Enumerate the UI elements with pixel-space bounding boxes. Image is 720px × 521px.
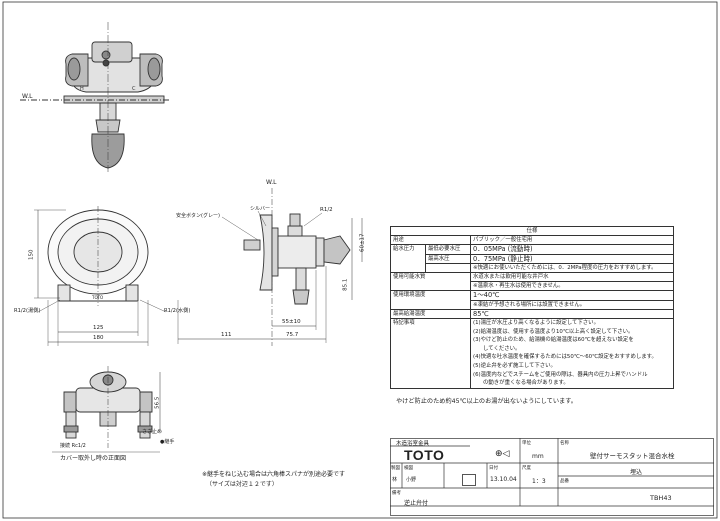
note-line: してください。 xyxy=(483,345,521,352)
scale-label: 尺度 xyxy=(522,466,531,471)
silver-label: シルバー xyxy=(250,206,271,212)
spec-row: ※快適にお使いいただくためには、0．2MPa程度の圧力をおすすめします。 xyxy=(391,262,674,274)
remark-value: 逆止弁付 xyxy=(404,500,429,507)
spec-row: 最高水圧 0．75MPa (静止時) xyxy=(391,253,674,264)
fitting-note-1: ※継手をねじ込む場合は六角棒スパナが別途必要です xyxy=(202,471,346,478)
c-mark: C xyxy=(132,86,136,92)
spec-value: 85℃ xyxy=(470,308,674,320)
spec-label: 給水圧力 xyxy=(390,244,426,274)
spec-label: 用途 xyxy=(390,235,471,246)
note-line: (6)温度内などでスチームをご使用の際は、器具内の圧力上昇でハンドル xyxy=(473,371,648,378)
cover-caption: カバー取外し時の正面図 xyxy=(60,455,127,462)
scale-value: 1：3 xyxy=(532,478,546,485)
spec-header: 仕様 xyxy=(390,225,674,237)
approval-stamp xyxy=(462,474,476,486)
rc-label: 接続 Rc1/2 xyxy=(60,443,86,449)
spec-row: 給水圧力 最低必要水圧 0．05MPa (流動時) xyxy=(390,244,674,274)
dim-85: 85.1 xyxy=(342,278,349,291)
spec-label: 特記事項 xyxy=(390,318,471,389)
kuse-label: さざ止め xyxy=(142,429,163,435)
spec-label: 最高給湯温度 xyxy=(390,308,471,320)
spec-value: 0．05MPa (流動時) xyxy=(470,244,674,255)
dim-150: 150 xyxy=(28,249,35,261)
note-line: の動きが重くなる場合があります。 xyxy=(483,380,569,387)
top-view-drawing xyxy=(20,22,170,172)
wl-top-label: W.L xyxy=(22,93,33,100)
spec-value: パブリック／一般住宅用 xyxy=(470,235,674,246)
r1-2-hot-label: R1/2(湯側) xyxy=(14,308,41,314)
burn-note: やけど防止のため約45℃以上のお湯が出ないようにしています。 xyxy=(396,398,577,405)
projection-symbol-icon: ⊕◁ xyxy=(495,449,510,459)
spec-row: 用途 パブリック／一般住宅用 xyxy=(390,235,674,246)
name-label: 名称 xyxy=(560,441,569,446)
spec-table: 仕様 用途 パブリック／一般住宅用 給水圧力 最低必要水圧 0．05MPa (流… xyxy=(390,225,674,389)
h-mark: H xyxy=(80,86,84,92)
checker-name: 小野 xyxy=(406,477,417,483)
safety-button-label: 安全ボタン(グレー) xyxy=(176,213,220,219)
cover-removed-drawing xyxy=(52,366,161,453)
r1-2-top-label: R1/2 xyxy=(320,207,333,213)
spec-sublabel xyxy=(425,262,471,274)
dim-180: 180 xyxy=(93,335,104,341)
note-line: (2)給湯温度は、使用する温度より10℃以上高く設定して下さい。 xyxy=(473,328,634,335)
spec-value: ※温泉水・再生水は使用できません。 xyxy=(470,281,674,292)
spec-row: 最高給湯温度 85℃ xyxy=(390,308,674,320)
design-label: 製図 xyxy=(391,466,400,471)
remark-label: 備考 xyxy=(392,491,401,496)
spec-sublabel: 最低必要水圧 xyxy=(425,244,471,255)
hex-label: ●継手 xyxy=(160,439,175,445)
fitting-note-2: （サイズは対辺１２です） xyxy=(206,481,278,488)
spec-row: ※凍結が予想される場所には設置できません。 xyxy=(391,299,674,310)
spec-sublabel: 最高水圧 xyxy=(425,253,471,264)
title-block: 木造浴室金具 TOTO ⊕◁ 単位 mm 名称 壁付サーモスタット混合水栓 埋込… xyxy=(390,438,714,516)
note-line: (5)逆止弁を必ず施工して下さい。 xyxy=(473,363,556,369)
dim-75: 75.7 xyxy=(286,332,299,338)
spec-value: 水道水または飲用可能な井戸水 xyxy=(470,272,674,283)
code-label: 品番 xyxy=(560,479,569,484)
dim-111: 111 xyxy=(221,332,232,338)
toto-logo: TOTO xyxy=(404,447,445,463)
spec-value: 0．75MPa (静止時) xyxy=(470,253,674,264)
side-view-drawing xyxy=(177,188,363,346)
spec-value: ※快適にお使いいただくためには、0．2MPa程度の圧力をおすすめします。 xyxy=(470,262,674,274)
dim-125: 125 xyxy=(93,325,104,331)
special-notes: (1)湯圧が水圧より高くなるように設定して下さい。 (2)給湯温度は、使用する温… xyxy=(470,318,674,389)
dim-55: 55±10 xyxy=(282,319,301,325)
spec-value: 1～40℃ xyxy=(470,290,674,301)
date-value: 13.10.04 xyxy=(490,476,517,483)
designer-name: 林 xyxy=(392,477,398,483)
note-line: (3)やけど防止のため、給湯機の給湯温度は60℃を超えない設定を xyxy=(473,337,634,344)
date-label: 日付 xyxy=(489,466,498,471)
dim-56: 56.5 xyxy=(154,396,161,409)
check-label: 検図 xyxy=(404,466,413,471)
title-block-grid xyxy=(390,438,714,516)
unit-label: 単位 xyxy=(522,441,531,446)
spec-notes-row: 特記事項 (1)湯圧が水圧より高くなるように設定して下さい。 (2)給湯温度は、… xyxy=(390,318,674,389)
unit-value: mm xyxy=(532,453,544,460)
front-view-drawing xyxy=(34,206,167,346)
spec-label: 使用可能水質 xyxy=(390,272,471,292)
note-line: (4)快適な吐水温度を確保するためには50℃～60℃設定をおすすめします。 xyxy=(473,354,657,361)
spec-value: ※凍結が予想される場所には設置できません。 xyxy=(470,299,674,310)
product-name: 壁付サーモスタット混合水栓 xyxy=(590,452,675,460)
dept-label: 木造浴室金具 xyxy=(396,441,430,447)
note-line: (1)湯圧が水圧より高くなるように設定して下さい。 xyxy=(473,320,599,327)
product-code: TBH43 xyxy=(650,494,672,502)
toto-small-label: TOTO xyxy=(92,295,104,300)
r1-2-cold-label: R1/2(水側) xyxy=(164,308,191,314)
spec-row: 使用可能水質 水道水または飲用可能な井戸水 xyxy=(390,272,674,292)
spec-label: 使用環境温度 xyxy=(390,290,471,310)
sub-name: 埋込 xyxy=(630,469,643,476)
spec-row: 使用環境温度 1～40℃ xyxy=(390,290,674,310)
dim-60: 60±17 xyxy=(359,233,366,253)
wl-side-label: W.L xyxy=(266,179,277,186)
spec-header-row: 仕様 xyxy=(390,225,674,237)
